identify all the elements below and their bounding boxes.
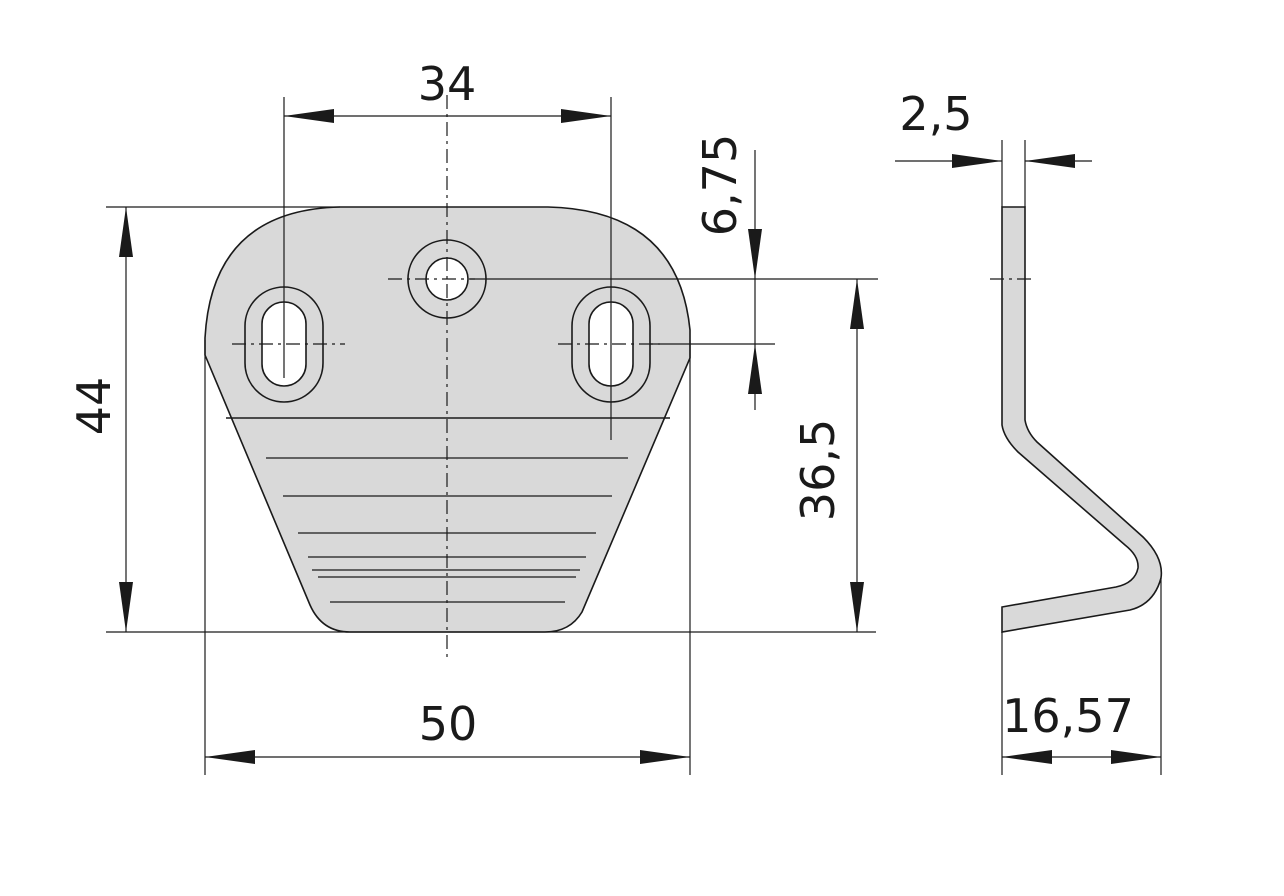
dim-total-width: 50 <box>204 340 691 775</box>
dim-total-height-label: 44 <box>67 377 121 436</box>
dim-thickness: 2,5 <box>895 87 1092 207</box>
side-view <box>990 206 1163 633</box>
dim-hole-height: 36,5 <box>791 279 864 632</box>
side-profile <box>1001 206 1163 633</box>
dim-depth-label: 16,57 <box>1002 689 1134 743</box>
dim-depth: 16,57 <box>1001 578 1162 775</box>
dim-slot-spacing: 34 <box>283 57 612 440</box>
front-view <box>204 95 691 660</box>
dim-hole-offset-label: 6,75 <box>693 134 747 236</box>
dim-thickness-label: 2,5 <box>899 87 972 141</box>
dim-slot-spacing-label: 34 <box>418 57 477 111</box>
dim-total-height: 44 <box>67 206 876 633</box>
dim-hole-offset: 6,75 <box>470 134 878 410</box>
dim-hole-height-label: 36,5 <box>791 419 845 521</box>
dim-total-width-label: 50 <box>419 697 478 751</box>
